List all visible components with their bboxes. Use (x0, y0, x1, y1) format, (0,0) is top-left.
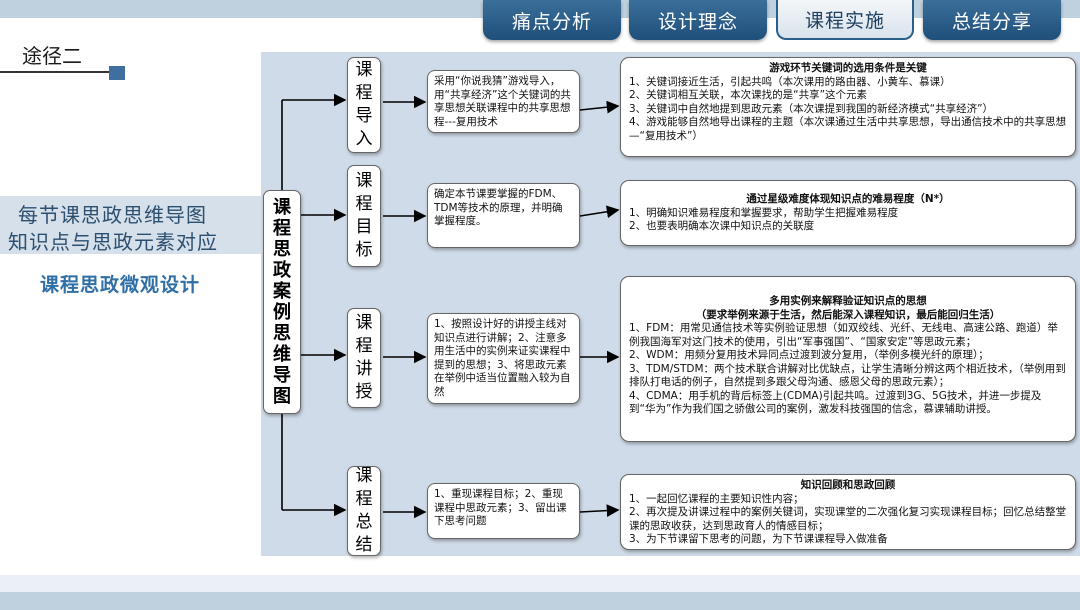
root-char: 例 (273, 302, 291, 323)
detail-line: 1、明确知识难易程度和掌握要求，帮助学生把握难易程度 (629, 206, 899, 219)
stage-detail-intro: 游戏环节关键词的选用条件是关键 1、关键词接近生活，引起共鸣（本次课用的路由器、… (620, 57, 1076, 157)
stage-detail-summary: 知识回顾和思政回顾 1、一起回忆课程的主要知识性内容； 2、再次提及讲课过程中的… (620, 474, 1076, 550)
tab-design-concept[interactable]: 设计理念 (629, 0, 767, 40)
side-title-block (0, 196, 262, 254)
stage-char: 导 (355, 106, 373, 126)
detail-line: 2、关键词相互关联，本次课找的是“共享”这个元素 (629, 89, 868, 101)
stage-char: 入 (355, 129, 373, 149)
label-underline (0, 71, 110, 73)
stage-char: 授 (355, 382, 373, 402)
stage-detail-objective: 通过星级难度体现知识点的难易程度（N*） 1、明确知识难易程度和掌握要求，帮助学… (620, 180, 1076, 246)
tab-course-implementation[interactable]: 课程实施 (776, 0, 914, 40)
root-char: 导 (273, 365, 291, 386)
root-char: 思 (273, 239, 291, 260)
stage-char: 讲 (355, 359, 373, 379)
detail-line: 2、WDM：用频分复用技术异同点过渡到波分复用，（举例多模光纤的原理）； (629, 349, 989, 361)
detail-line: 2、也要表明确本次课中知识点的关联度 (629, 220, 815, 232)
stage-mid-teaching: 1、按照设计好的讲授主线对知识点进行讲解；2、注意多用生活中的实例来证实课程中提… (427, 313, 580, 404)
stage-char: 课 (355, 466, 373, 486)
root-char: 图 (273, 386, 291, 407)
stage-node-intro: 课 程 导 入 (347, 57, 381, 153)
detail-title: 多用实例来解释验证知识点的思想 (769, 295, 927, 307)
stage-detail-teaching: 多用实例来解释验证知识点的思想 （要求举例来源于生活，然后能深入课程知识，最后能… (620, 276, 1076, 442)
stage-node-summary: 课 程 总 结 (347, 466, 381, 556)
stage-char: 程 (355, 336, 373, 356)
root-char: 案 (273, 281, 291, 302)
stage-char: 程 (355, 83, 373, 103)
bottom-band (0, 592, 1080, 610)
stage-mid-summary: 1、重现课程目标；2、重现课程中思政元素；3、留出课下思考问题 (427, 483, 580, 539)
detail-line: 3、为下节课留下思考的问题，为下节课课程导入做准备 (629, 533, 888, 545)
stage-char: 标 (355, 240, 373, 260)
detail-line: 1、一起回忆课程的主要知识性内容； (629, 492, 804, 505)
detail-line: 4、CDMA：用手机的背后标签上(CDMA)引起共鸣。过渡到3G、5G技术，并进… (629, 389, 1042, 416)
stage-char: 总 (355, 512, 373, 532)
stage-node-objective: 课 程 目 标 (347, 165, 381, 267)
root-char: 维 (273, 344, 291, 365)
stage-char: 结 (355, 535, 373, 555)
detail-subtitle: （要求举例来源于生活，然后能深入课程知识，最后能回归生活） (695, 308, 1001, 321)
detail-line: 4、游戏能够自然地导出课程的主题（本次课通过生活中共享思想，导出通信技术中的共享… (629, 116, 1067, 142)
root-char: 程 (273, 218, 291, 239)
detail-title: 知识回顾和思政回顾 (800, 479, 896, 491)
label-accent-block (109, 66, 125, 80)
detail-line: 1、FDM：用常见通信技术等实例验证思想（如双绞线、光纤、无线电、高速公路、跑道… (629, 322, 1058, 348)
stage-mid-intro: 采用“你说我猜”游戏导入，用“共享经济”这个关键词的共享思想关联课程中的共享思想… (427, 70, 580, 133)
detail-line: 3、关键词中自然地提到思政元素（本次课提到我国的新经济模式“共享经济”） (629, 102, 994, 115)
stage-char: 目 (355, 217, 373, 237)
detail-line: 1、关键词接近生活，引起共鸣（本次课用的路由器、小黄车、慕课） (629, 75, 951, 88)
root-char: 思 (273, 323, 291, 344)
detail-title: 游戏环节关键词的选用条件是关键 (769, 62, 927, 74)
stage-char: 程 (355, 489, 373, 509)
stage-char: 程 (355, 194, 373, 214)
stage-char: 课 (355, 60, 373, 80)
side-subtitle: 课程思政微观设计 (40, 274, 201, 296)
detail-line: 3、TDM/STDM：两个技术联合讲解对比优缺点，让学生清晰分辨这两个相近技术，… (629, 362, 1066, 389)
root-char: 课 (273, 197, 291, 218)
side-title-line1: 每节课思政思维导图 (18, 203, 207, 227)
stage-char: 课 (355, 171, 373, 191)
tab-summary-sharing[interactable]: 总结分享 (923, 0, 1061, 40)
stage-node-teaching: 课 程 讲 授 (347, 308, 381, 408)
stage-char: 课 (355, 313, 373, 333)
detail-title: 通过星级难度体现知识点的难易程度（N*） (746, 193, 950, 205)
bottom-band-light (0, 575, 1080, 592)
root-node: 课 程 思 政 案 例 思 维 导 图 (263, 190, 301, 414)
root-char: 政 (273, 260, 291, 281)
side-title-line2: 知识点与思政元素对应 (8, 230, 218, 254)
detail-line: 2、再次提及讲课过程中的案例关键词，实现课堂的二次强化复习实现课程目标；回忆总结… (629, 506, 1067, 532)
page-label: 途径二 (22, 44, 82, 68)
stage-mid-objective: 确定本节课要掌握的FDM、TDM等技术的原理，并明确掌握程度。 (427, 183, 580, 248)
tab-pain-analysis[interactable]: 痛点分析 (483, 0, 621, 40)
